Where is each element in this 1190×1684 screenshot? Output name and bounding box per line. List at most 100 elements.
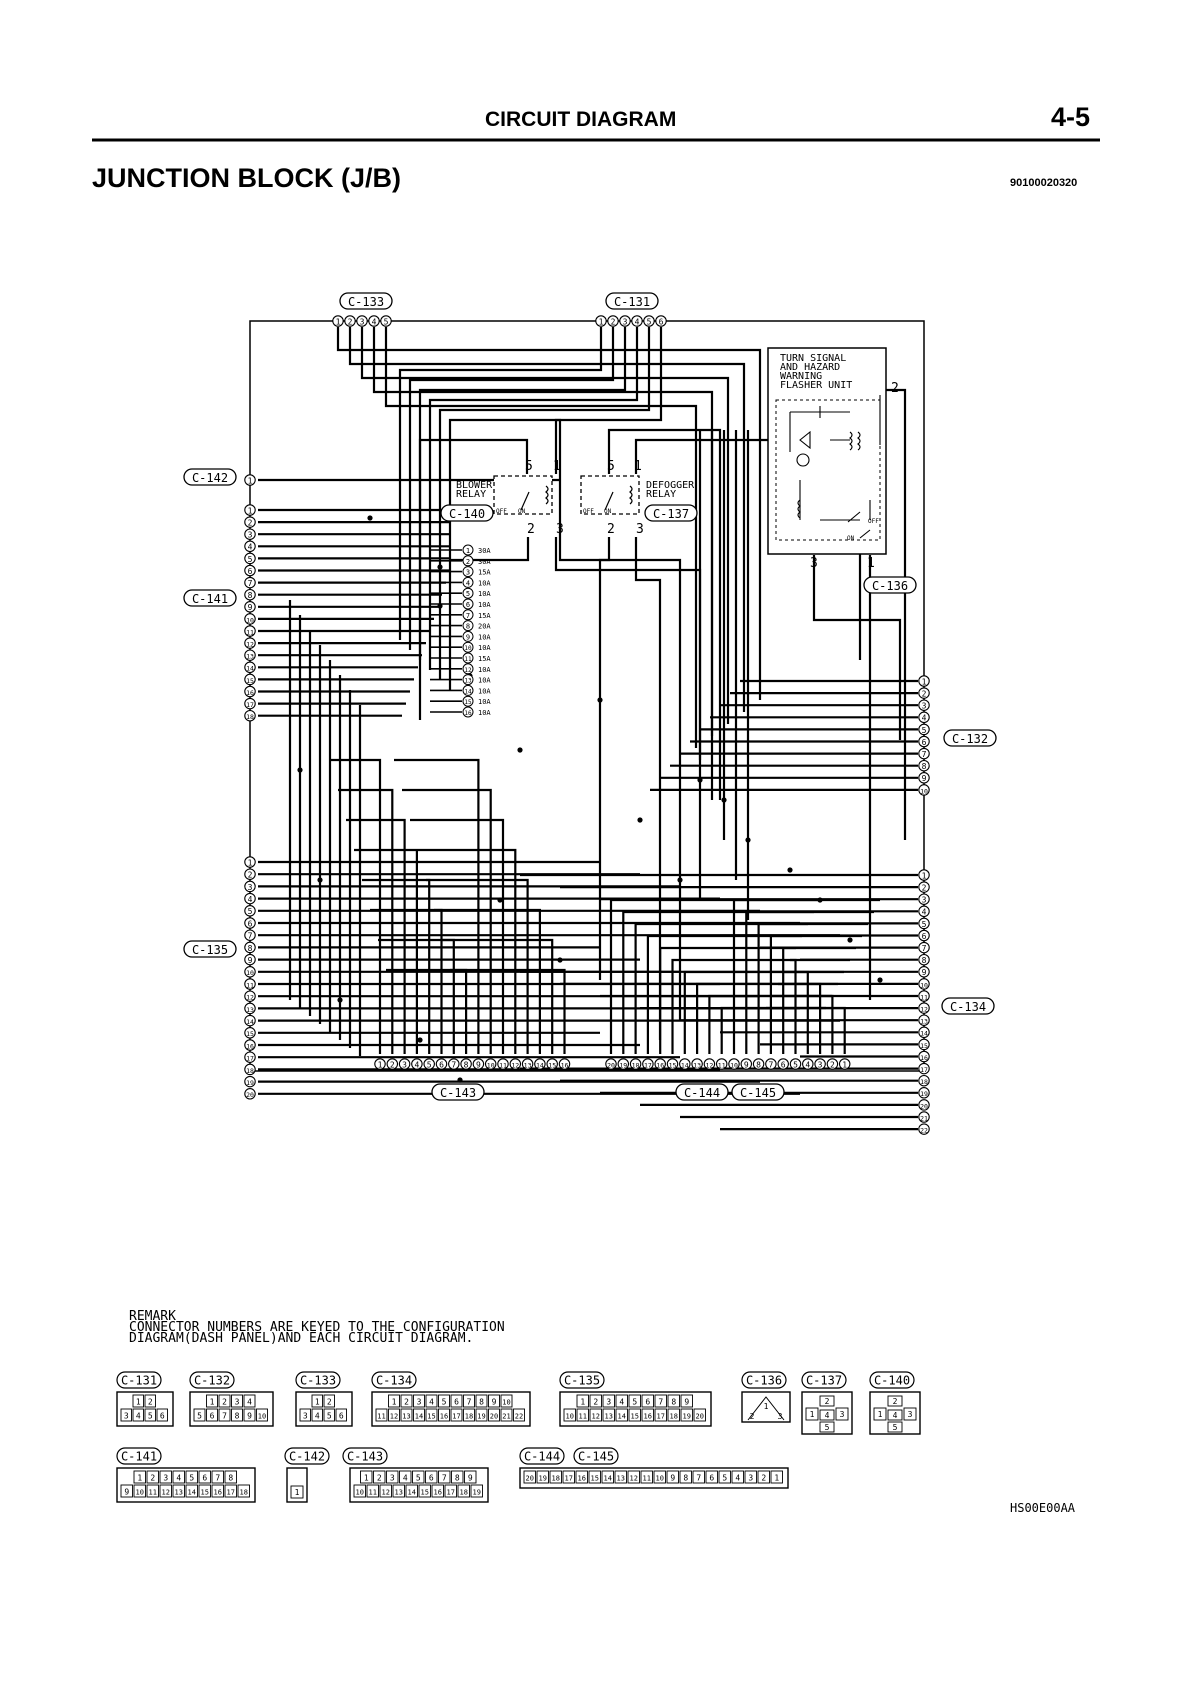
legend-c137-pin-2: 2: [825, 1397, 830, 1406]
legend-c141-cell-3: 3: [163, 1474, 168, 1483]
legend-c143-cell-4: 4: [403, 1474, 408, 1483]
blower-relay: BLOWER RELAY 5 1 2 3 OFF ON: [456, 459, 564, 537]
legend-c144-cell-17: 17: [565, 1475, 573, 1483]
legend-c135-cell-5: 5: [632, 1398, 637, 1407]
legend-c135-cell-7: 7: [658, 1398, 663, 1407]
fuse-1-number: 1: [466, 547, 470, 555]
c131-pin-1-label: 1: [599, 317, 604, 326]
c141-pin-14-label: 14: [246, 665, 254, 673]
c143-pin-11: 11: [497, 1058, 509, 1070]
legend-c144-cell-15: 15: [591, 1475, 599, 1483]
c144-pin-18-label: 18: [632, 1061, 640, 1069]
legend-c143-cell-17: 17: [447, 1489, 455, 1497]
legend-c144-label: C-144: [519, 1447, 565, 1465]
svg-text:C-144: C-144: [684, 1086, 720, 1100]
c144-pin-9: 9: [740, 1058, 753, 1070]
legend-c131-cell-3: 3: [124, 1412, 129, 1421]
legend-c144-cell-8: 8: [683, 1474, 688, 1483]
legend-c143-cell-6: 6: [429, 1474, 434, 1483]
c143-pin-1-label: 1: [378, 1060, 383, 1069]
fuse-2-rating: 30A: [478, 558, 491, 566]
legend-c133-cell-2: 2: [327, 1398, 332, 1407]
legend-c135-cell-3: 3: [606, 1398, 611, 1407]
c135-pin-16: 16: [244, 1039, 256, 1051]
svg-text:3: 3: [556, 522, 564, 537]
c135-pin-10: 10: [244, 966, 256, 978]
fuse-14-number: 14: [464, 688, 472, 695]
legend-c134-cell-9: 9: [492, 1398, 497, 1407]
c141-pin-2: 2: [244, 516, 256, 528]
c135-pin-12-label: 12: [246, 994, 254, 1002]
legend-c131-cell-1: 1: [136, 1398, 141, 1407]
c132-pin-2-label: 2: [922, 690, 927, 699]
fuse-4-rating: 10A: [478, 579, 491, 587]
legend-c143-cell-9: 9: [468, 1474, 473, 1483]
legend-c131-cell-2: 2: [148, 1398, 153, 1407]
c141-pin-12-label: 12: [246, 641, 254, 649]
c134-pin-22: 22: [918, 1123, 930, 1135]
c135-pin-17-label: 17: [246, 1055, 254, 1063]
legend-c140-pin-1: 1: [878, 1410, 883, 1419]
fuse-6-number: 6: [466, 601, 470, 609]
fuse-3-rating: 15A: [478, 569, 491, 577]
c143-pin-4-label: 4: [414, 1060, 419, 1069]
c131-pin-3-label: 3: [623, 317, 628, 326]
svg-text:C-142: C-142: [192, 471, 228, 485]
svg-text:2: 2: [607, 522, 615, 537]
svg-text:ON: ON: [518, 508, 526, 515]
c135-pin-6: 6: [244, 917, 256, 929]
c132-pin-5-label: 5: [922, 726, 927, 735]
c134-pin-17: 17: [918, 1062, 930, 1075]
c141-pin-5-label: 5: [248, 555, 253, 564]
svg-text:C-141: C-141: [192, 592, 228, 606]
legend-c134-cell-21: 21: [502, 1413, 510, 1421]
svg-text:RELAY: RELAY: [456, 489, 486, 500]
c143-pin-8: 8: [460, 1058, 472, 1070]
legend-c143-cell-11: 11: [369, 1489, 377, 1497]
c143-pin-5-label: 5: [427, 1060, 432, 1069]
svg-text:5: 5: [525, 459, 533, 474]
legend-c132-cell-9: 9: [247, 1412, 252, 1421]
c143-pin-9: 9: [472, 1058, 485, 1070]
legend-c141-cell-11: 11: [149, 1489, 157, 1497]
legend-c144-cell-11: 11: [643, 1475, 651, 1483]
c141-pin-7-label: 7: [248, 579, 253, 588]
c144-pin-5-label: 5: [793, 1060, 798, 1069]
legend-c143-cell-14: 14: [408, 1489, 416, 1497]
legend-c144-cell-6: 6: [709, 1474, 714, 1483]
c135-pin-20-label: 20: [246, 1091, 254, 1099]
legend-c143-cell-8: 8: [455, 1474, 460, 1483]
c141-pin-14: 14: [244, 661, 256, 674]
legend-c131-label-text: C-131: [121, 1374, 157, 1388]
c144-pin-12-label: 12: [705, 1061, 713, 1069]
fuse-16-number: 16: [464, 710, 472, 717]
c132-pin-8-label: 8: [922, 762, 927, 771]
c143-pin-11-label: 11: [499, 1061, 507, 1069]
legend-c142-pin-1: 1: [295, 1488, 300, 1497]
svg-text:3: 3: [636, 522, 644, 537]
flasher-unit: TURN SIGNAL AND HAZARD WARNING FLASHER U…: [767, 347, 899, 571]
legend-c144-cell-20: 20: [526, 1475, 534, 1483]
legend-c143-cell-18: 18: [460, 1489, 468, 1497]
legend-c133-cell-5: 5: [327, 1412, 332, 1421]
legend-c134-cell-16: 16: [440, 1413, 448, 1421]
c141-pin-17: 17: [244, 697, 256, 710]
c143-pin-15-label: 15: [548, 1061, 556, 1069]
legend-c143-cell-2: 2: [377, 1474, 382, 1483]
legend-c144-cell-19: 19: [539, 1475, 547, 1483]
c134-pin-11: 11: [918, 990, 930, 1002]
legend-c132-cell-1: 1: [210, 1398, 215, 1407]
c144-pin-11-label: 11: [718, 1061, 726, 1069]
legend-c143-cell-13: 13: [395, 1489, 403, 1497]
c144-pin-14: 14: [679, 1058, 691, 1070]
c133-pin-4-label: 4: [372, 317, 377, 326]
c134-pin-16-label: 16: [920, 1054, 928, 1062]
legend-c141-cell-17: 17: [227, 1489, 235, 1497]
c134-pin-15: 15: [918, 1038, 930, 1051]
c144-pin-18: 18: [629, 1058, 642, 1070]
legend-c133-cell-1: 1: [315, 1398, 320, 1407]
